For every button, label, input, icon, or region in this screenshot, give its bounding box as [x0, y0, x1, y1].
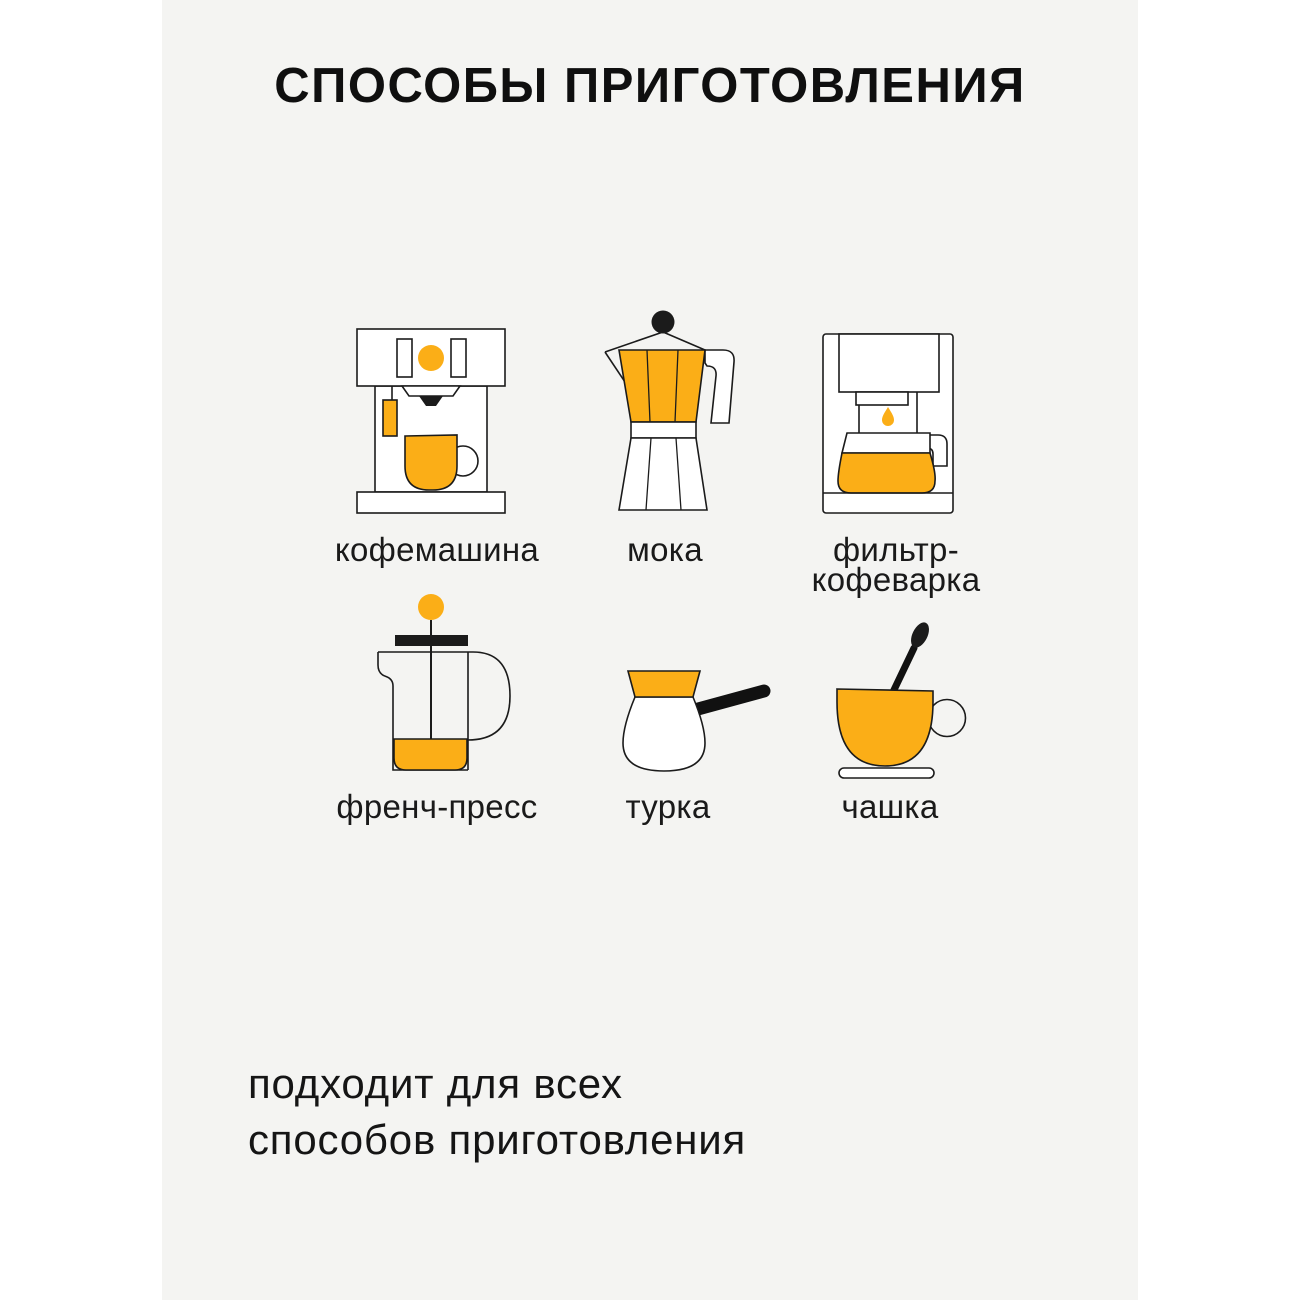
background-panel	[162, 0, 1138, 1300]
footer-line2: способов приготовления	[248, 1116, 747, 1163]
filter-coffee-maker-icon	[822, 333, 954, 514]
method-label-cezve: турка	[625, 788, 711, 825]
french-press-icon	[377, 594, 513, 774]
cup-icon	[833, 618, 969, 780]
cezve-icon	[618, 658, 776, 774]
method-label-french-press: френч-пресс	[336, 788, 538, 825]
method-label-cup: чашка	[841, 788, 939, 825]
moka-pot-icon	[603, 310, 739, 514]
method-label-filter-line2: кофеварка	[811, 561, 981, 598]
method-label-moka: мока	[627, 531, 703, 568]
footer-line1: подходит для всех	[248, 1060, 623, 1107]
method-label-filter-line1: фильтр-	[832, 531, 959, 568]
method-label-coffee-machine: кофемашина	[334, 531, 540, 568]
footer-text: подходит для всех способов приготовления	[248, 1056, 746, 1168]
coffee-machine-icon	[356, 328, 506, 514]
method-label-filter-coffee-maker: фильтр- кофеварка	[781, 531, 1011, 598]
page-title: СПОСОБЫ ПРИГОТОВЛЕНИЯ	[274, 59, 1026, 113]
